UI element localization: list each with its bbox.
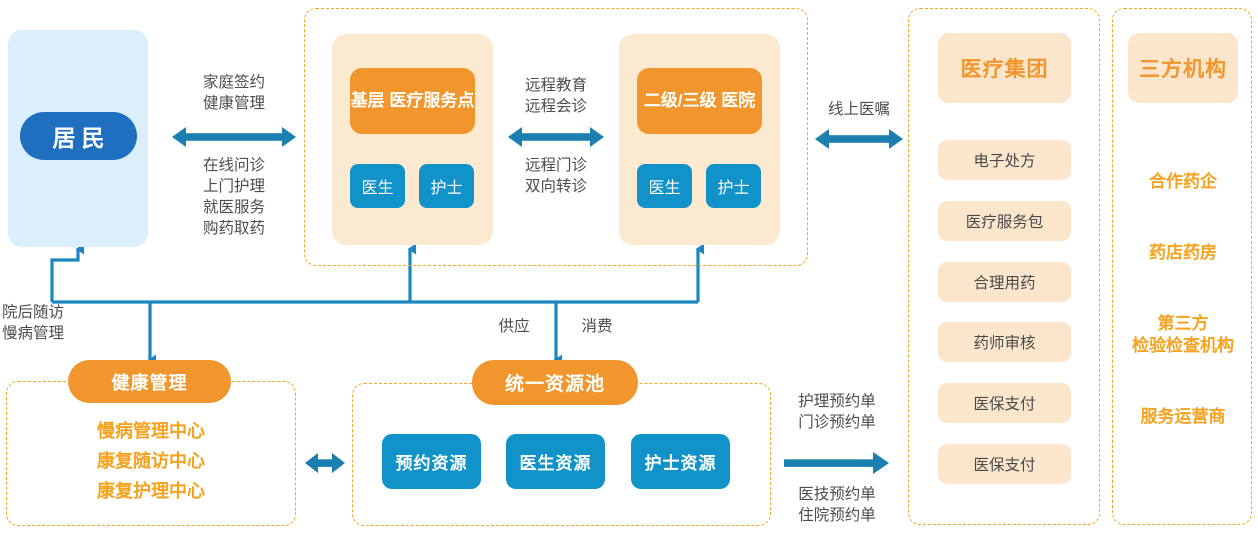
resource-pool-item-0[interactable]: 预约资源: [382, 434, 481, 489]
hospital-title[interactable]: 二级/三级 医院: [637, 68, 762, 134]
care-zone-dashed-box: [304, 8, 808, 266]
third-party-dashed-box: [1112, 8, 1252, 525]
arrow-hm-resourcepool: [305, 453, 345, 473]
medical-group-item-2[interactable]: 合理用药: [938, 262, 1071, 302]
third-party-item-1[interactable]: 药店药房: [1149, 243, 1217, 262]
health-mgmt-item-1[interactable]: 康复随访中心: [97, 451, 205, 471]
health-mgmt-item-2[interactable]: 康复护理中心: [97, 481, 205, 501]
third-party-header: 三方机构: [1128, 33, 1238, 103]
medical-group-header: 医疗集团: [938, 33, 1071, 103]
arrow-primary-hospital: [508, 127, 604, 147]
consume-label: 消费: [581, 318, 613, 335]
third-party-item-3[interactable]: 服务运营商: [1140, 407, 1226, 426]
primary-care-role-nurse[interactable]: 护士: [419, 164, 474, 208]
medical-group-item-3[interactable]: 药师审核: [938, 322, 1071, 362]
medical-group-dashed-box: [908, 8, 1100, 525]
post-discharge-label: 院后随访 慢病管理: [2, 304, 65, 342]
remote-clinic-label: 远程门诊 双向转诊: [524, 157, 587, 195]
health-mgmt-item-0[interactable]: 慢病管理中心: [97, 421, 205, 441]
medical-group-item-0[interactable]: 电子处方: [938, 140, 1071, 180]
arrow-online-order: [815, 129, 903, 149]
arrow-resident-care: [172, 127, 296, 147]
third-party-item-0[interactable]: 合作药企: [1149, 172, 1217, 191]
resident-pill[interactable]: 居民: [20, 112, 137, 160]
order-flow-bottom-label: 医技预约单 住院预约单: [798, 486, 876, 524]
medical-group-item-4[interactable]: 医保支付: [938, 383, 1071, 423]
resource-pool-title[interactable]: 统一资源池: [472, 360, 638, 405]
supply-label: 供应: [498, 318, 530, 335]
arrow-order-flow: [784, 452, 889, 474]
medical-group-item-5[interactable]: 医保支付: [938, 444, 1071, 484]
primary-care-title[interactable]: 基层 医疗服务点: [350, 68, 475, 134]
medical-group-item-1[interactable]: 医疗服务包: [938, 201, 1071, 241]
hospital-role-doctor[interactable]: 医生: [637, 164, 692, 208]
hospital-panel: [619, 34, 780, 245]
primary-care-panel: [332, 34, 493, 245]
resource-pool-item-1[interactable]: 医生资源: [506, 434, 605, 489]
third-party-item-2[interactable]: 第三方 检验检查机构: [1132, 314, 1234, 356]
health-mgmt-title[interactable]: 健康管理: [68, 360, 231, 403]
hospital-role-nurse[interactable]: 护士: [706, 164, 761, 208]
resource-pool-item-2[interactable]: 护士资源: [631, 434, 730, 489]
primary-care-role-doctor[interactable]: 医生: [350, 164, 405, 208]
order-flow-top-label: 护理预约单 门诊预约单: [798, 393, 876, 431]
remote-education-label: 远程教育 远程会诊: [524, 77, 587, 115]
online-order-label: 线上医嘱: [827, 101, 890, 118]
resident-flow-top-label: 家庭签约 健康管理: [202, 74, 265, 112]
resident-flow-bottom-label: 在线问诊 上门护理 就医服务 购药取药: [202, 157, 265, 237]
